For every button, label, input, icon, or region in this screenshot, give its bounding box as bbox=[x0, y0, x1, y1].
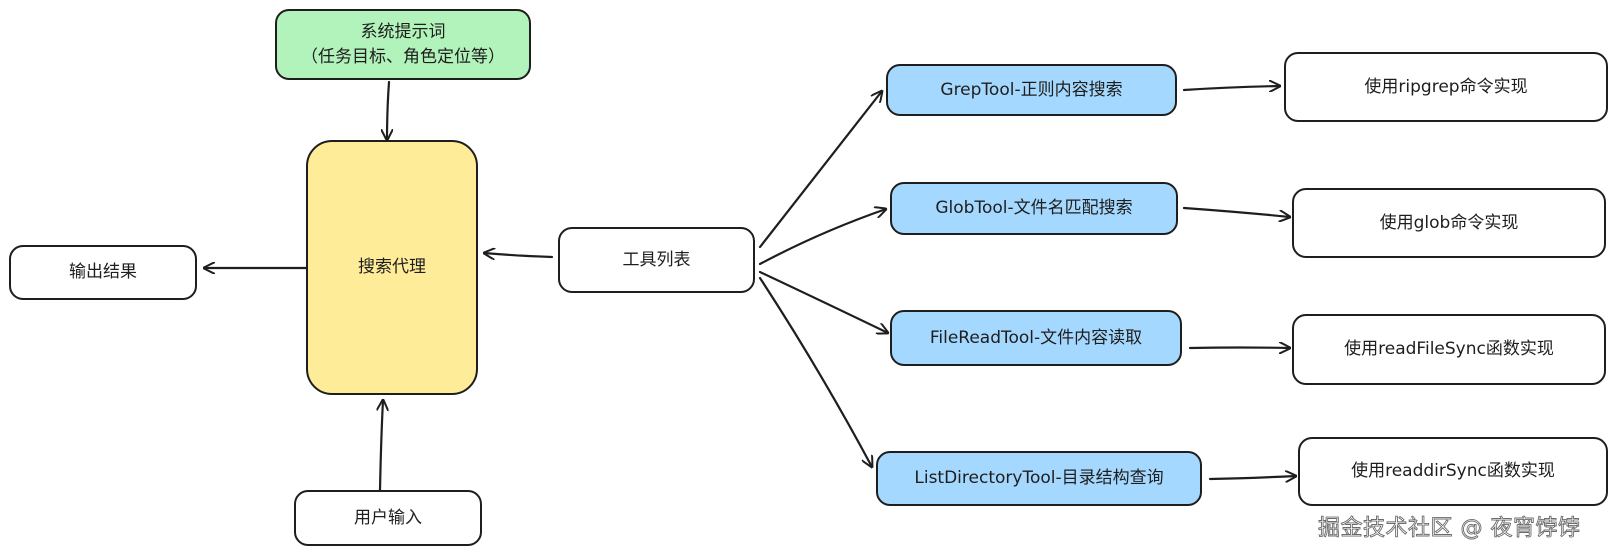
grep-impl-label: 使用ripgrep命令实现 bbox=[1364, 76, 1528, 97]
arrow-tool-list-to-listdir bbox=[758, 276, 872, 467]
user-input-label: 用户输入 bbox=[354, 507, 422, 528]
glob-impl-box[interactable]: 使用glob命令实现 bbox=[1292, 188, 1606, 258]
system-prompt-box[interactable]: 系统提示词 （任务目标、角色定位等） bbox=[275, 9, 531, 80]
listdir-impl-box[interactable]: 使用readdirSync函数实现 bbox=[1298, 437, 1608, 506]
fileread-impl-label: 使用readFileSync函数实现 bbox=[1344, 339, 1554, 360]
glob-tool-box[interactable]: GlobTool-文件名匹配搜索 bbox=[890, 182, 1178, 235]
search-agent-box[interactable]: 搜索代理 bbox=[306, 140, 478, 395]
arrow-listdir-to-impl bbox=[1208, 476, 1296, 479]
tool-list-label: 工具列表 bbox=[622, 249, 691, 270]
listdir-impl-label: 使用readdirSync函数实现 bbox=[1351, 461, 1555, 482]
grep-tool-label: GrepTool-正则内容搜索 bbox=[940, 79, 1123, 100]
system-prompt-text: 系统提示词 （任务目标、角色定位等） bbox=[301, 20, 505, 69]
arrow-fileread-to-impl bbox=[1188, 348, 1290, 349]
grep-tool-box[interactable]: GrepTool-正则内容搜索 bbox=[886, 64, 1177, 116]
system-prompt-title: 系统提示词 bbox=[360, 21, 446, 42]
output-result-box[interactable]: 输出结果 bbox=[9, 245, 197, 300]
tool-list-box[interactable]: 工具列表 bbox=[558, 227, 755, 293]
watermark-text: 掘金技术社区 @ 夜宵饽饽 bbox=[1318, 516, 1581, 542]
arrow-grep-to-impl bbox=[1182, 86, 1280, 90]
system-prompt-subtitle: （任务目标、角色定位等） bbox=[301, 46, 505, 67]
glob-impl-label: 使用glob命令实现 bbox=[1379, 212, 1519, 233]
fileread-tool-label: FileReadTool-文件内容读取 bbox=[929, 327, 1143, 348]
arrow-user-input-to-agent bbox=[380, 400, 383, 492]
output-result-label: 输出结果 bbox=[69, 262, 137, 283]
listdir-tool-label: ListDirectoryTool-目录结构查询 bbox=[914, 468, 1164, 489]
arrow-tool-list-to-fileread bbox=[758, 270, 888, 333]
listdir-tool-box[interactable]: ListDirectoryTool-目录结构查询 bbox=[876, 451, 1202, 506]
arrow-tool-list-to-agent bbox=[484, 253, 554, 257]
fileread-tool-box[interactable]: FileReadTool-文件内容读取 bbox=[890, 310, 1182, 366]
arrow-tool-list-to-grep bbox=[758, 91, 882, 249]
glob-tool-label: GlobTool-文件名匹配搜索 bbox=[935, 198, 1133, 219]
search-agent-label: 搜索代理 bbox=[358, 257, 426, 278]
arrow-system-prompt-to-agent bbox=[387, 80, 389, 142]
arrow-glob-to-impl bbox=[1182, 206, 1290, 217]
arrow-tool-list-to-glob bbox=[758, 209, 886, 266]
user-input-box[interactable]: 用户输入 bbox=[294, 490, 482, 546]
fileread-impl-box[interactable]: 使用readFileSync函数实现 bbox=[1292, 314, 1606, 385]
grep-impl-box[interactable]: 使用ripgrep命令实现 bbox=[1284, 52, 1608, 122]
